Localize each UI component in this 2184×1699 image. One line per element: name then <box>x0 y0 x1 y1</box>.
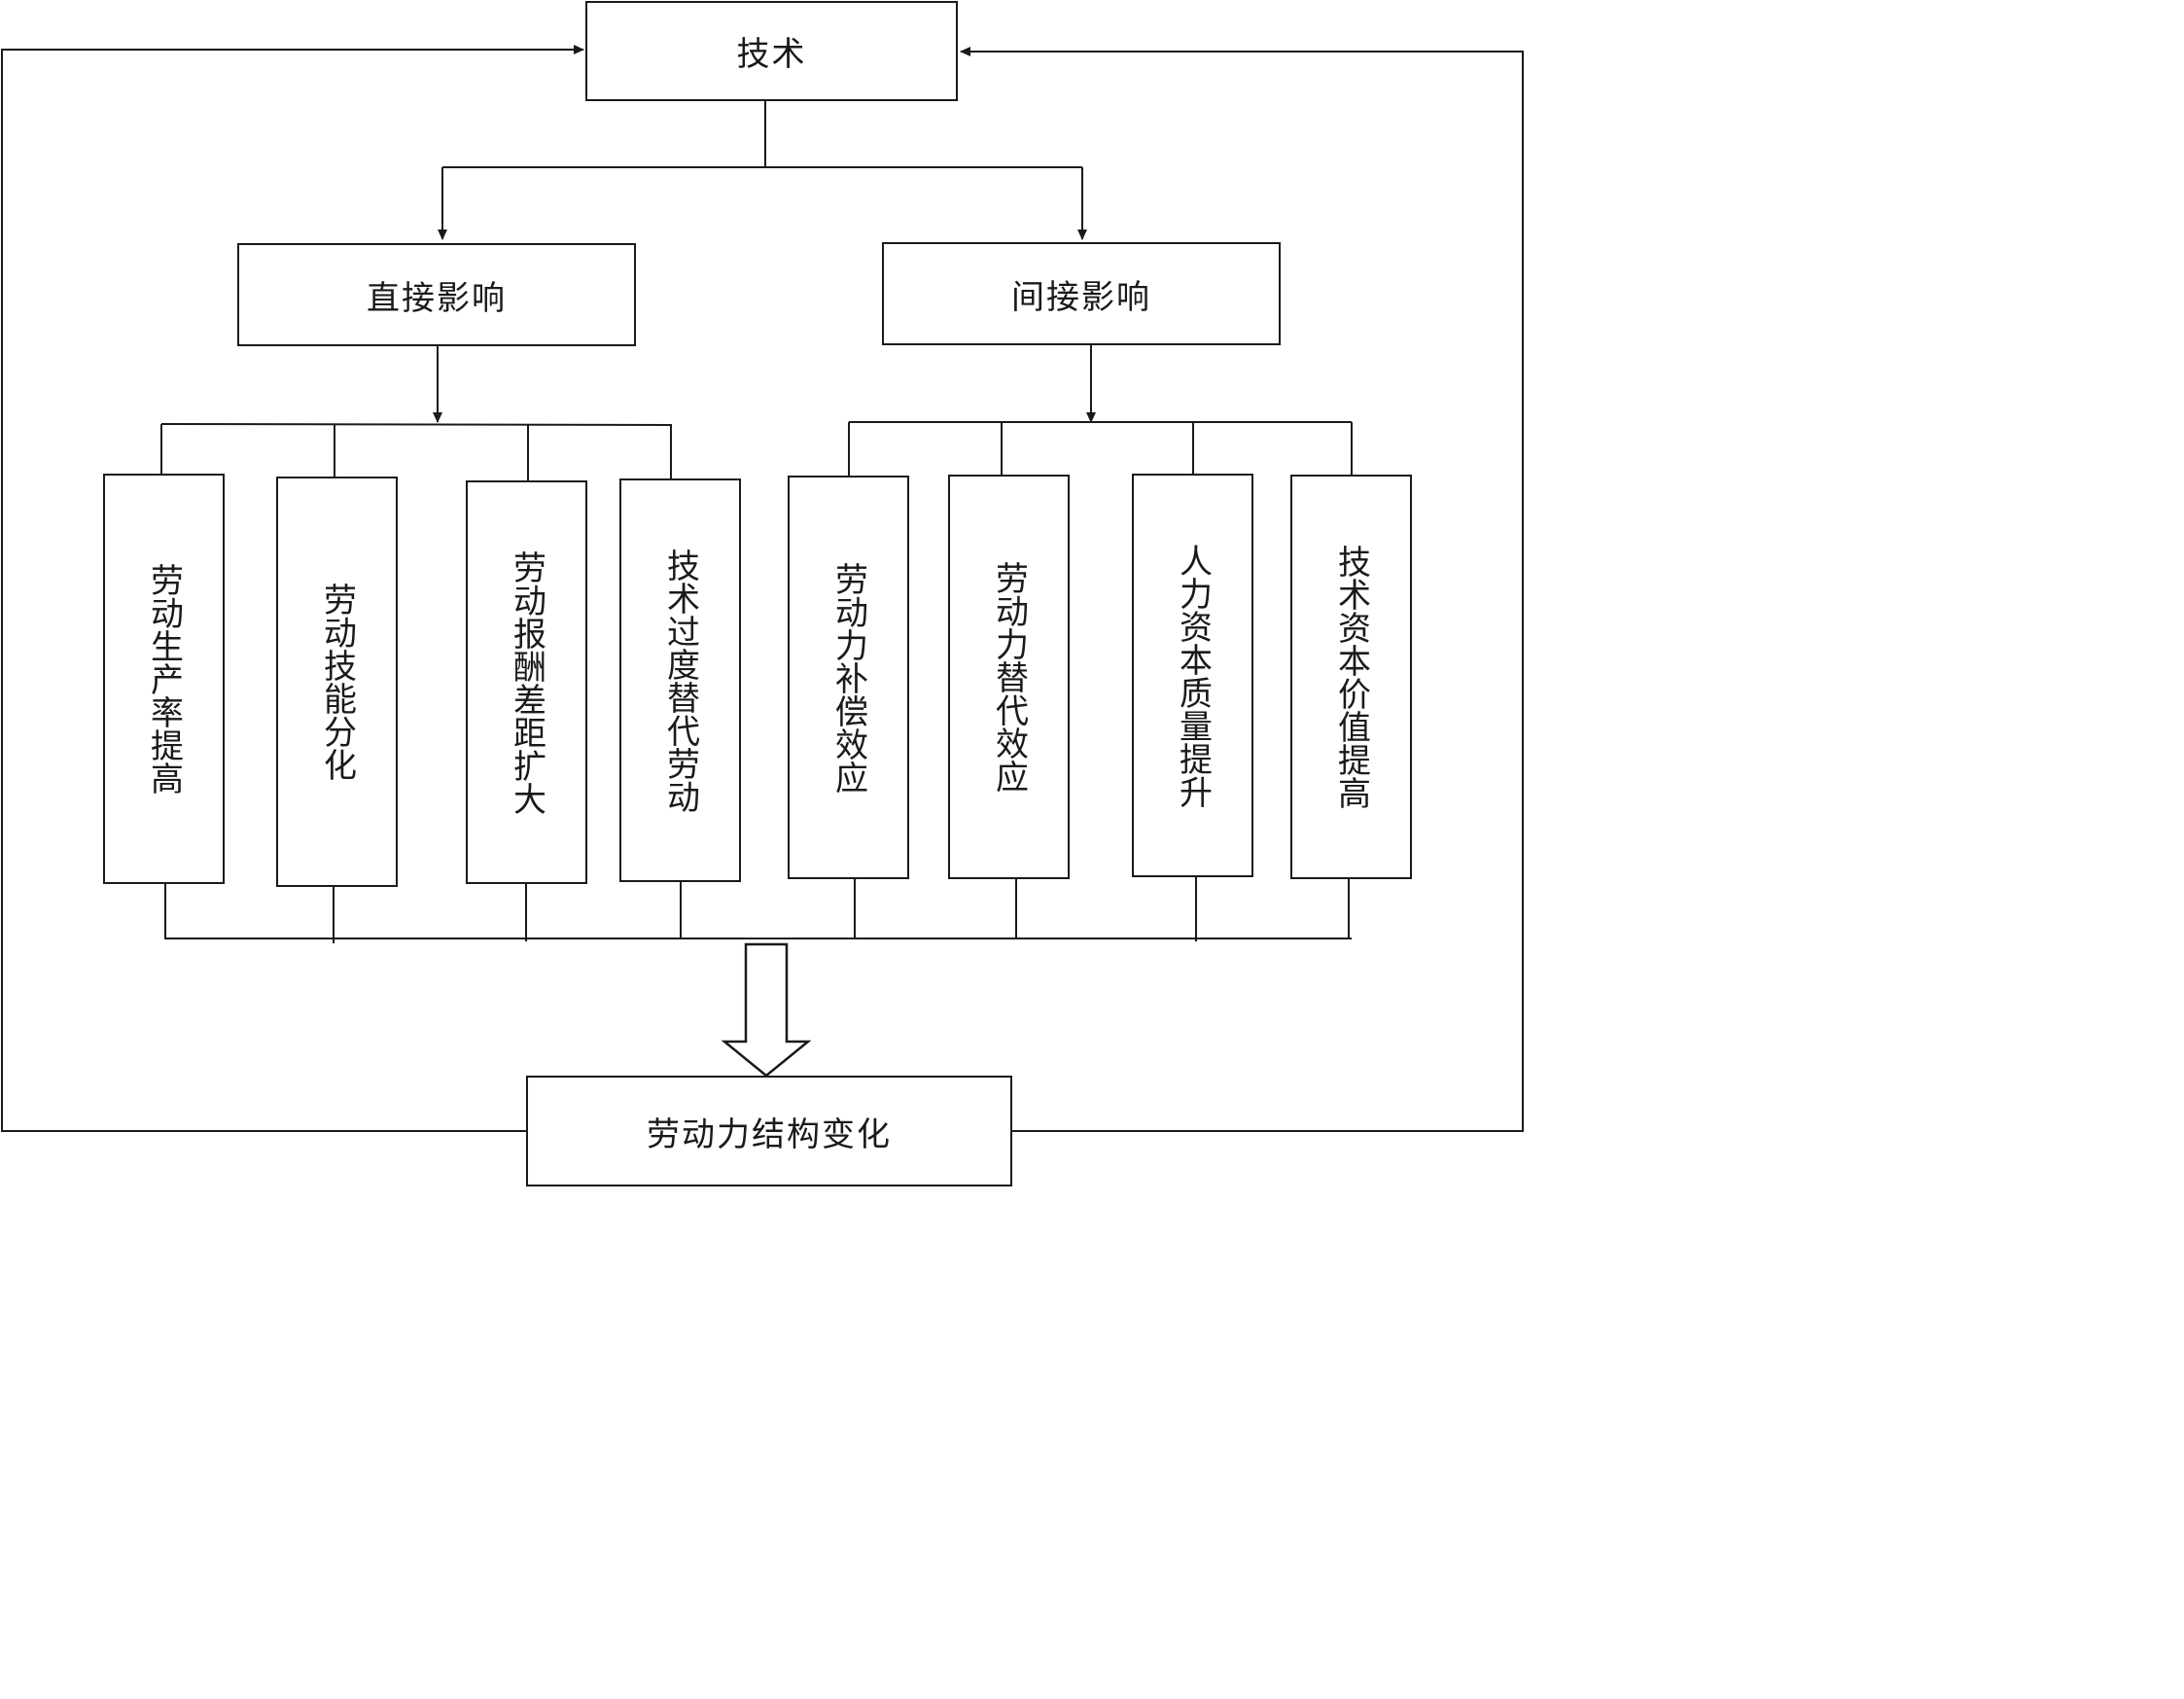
indirect-effect-3: 人力资本质量提升 <box>1132 474 1253 877</box>
indirect-impact-node: 间接影响 <box>882 242 1281 345</box>
feedback-loop-right <box>960 47 1524 1132</box>
indirect-effect-1-label: 劳动力补偿效应 <box>828 561 868 794</box>
direct-effect-4-label: 技术过度替代劳动 <box>660 548 700 813</box>
direct-effect-3: 劳动报酬差距扩大 <box>466 480 587 884</box>
indirect-effect-2: 劳动力替代效应 <box>948 475 1070 879</box>
indirect-effect-1: 劳动力补偿效应 <box>788 476 909 879</box>
outcome-label: 劳动力结构变化 <box>647 1115 892 1154</box>
indirect-effect-4-label: 技术资本价值提高 <box>1331 545 1371 809</box>
root-node: 技术 <box>585 1 958 101</box>
direct-impact-node: 直接影响 <box>237 243 636 346</box>
direct-effect-1-label: 劳动生产率提高 <box>144 563 184 795</box>
result-block-arrow <box>721 942 812 1078</box>
indirect-impact-label: 间接影响 <box>1011 277 1151 317</box>
direct-effect-2: 劳动技能分化 <box>276 477 398 887</box>
direct-impact-label: 直接影响 <box>367 278 507 318</box>
indirect-effect-3-label: 人力资本质量提升 <box>1173 543 1213 808</box>
outcome-node: 劳动力结构变化 <box>526 1076 1012 1186</box>
direct-effect-2-label: 劳动技能分化 <box>317 583 357 781</box>
feedback-loop-left <box>1 45 584 1132</box>
direct-distribution-bar <box>160 423 673 426</box>
direct-effect-1: 劳动生产率提高 <box>103 474 225 884</box>
indirect-effect-2-label: 劳动力替代效应 <box>989 561 1029 793</box>
flow-connectors <box>1 45 1524 1132</box>
indirect-effect-4: 技术资本价值提高 <box>1290 475 1412 879</box>
direct-effect-4: 技术过度替代劳动 <box>619 478 741 882</box>
direct-effect-3-label: 劳动报酬差距扩大 <box>507 549 546 815</box>
root-label: 技术 <box>736 35 807 74</box>
